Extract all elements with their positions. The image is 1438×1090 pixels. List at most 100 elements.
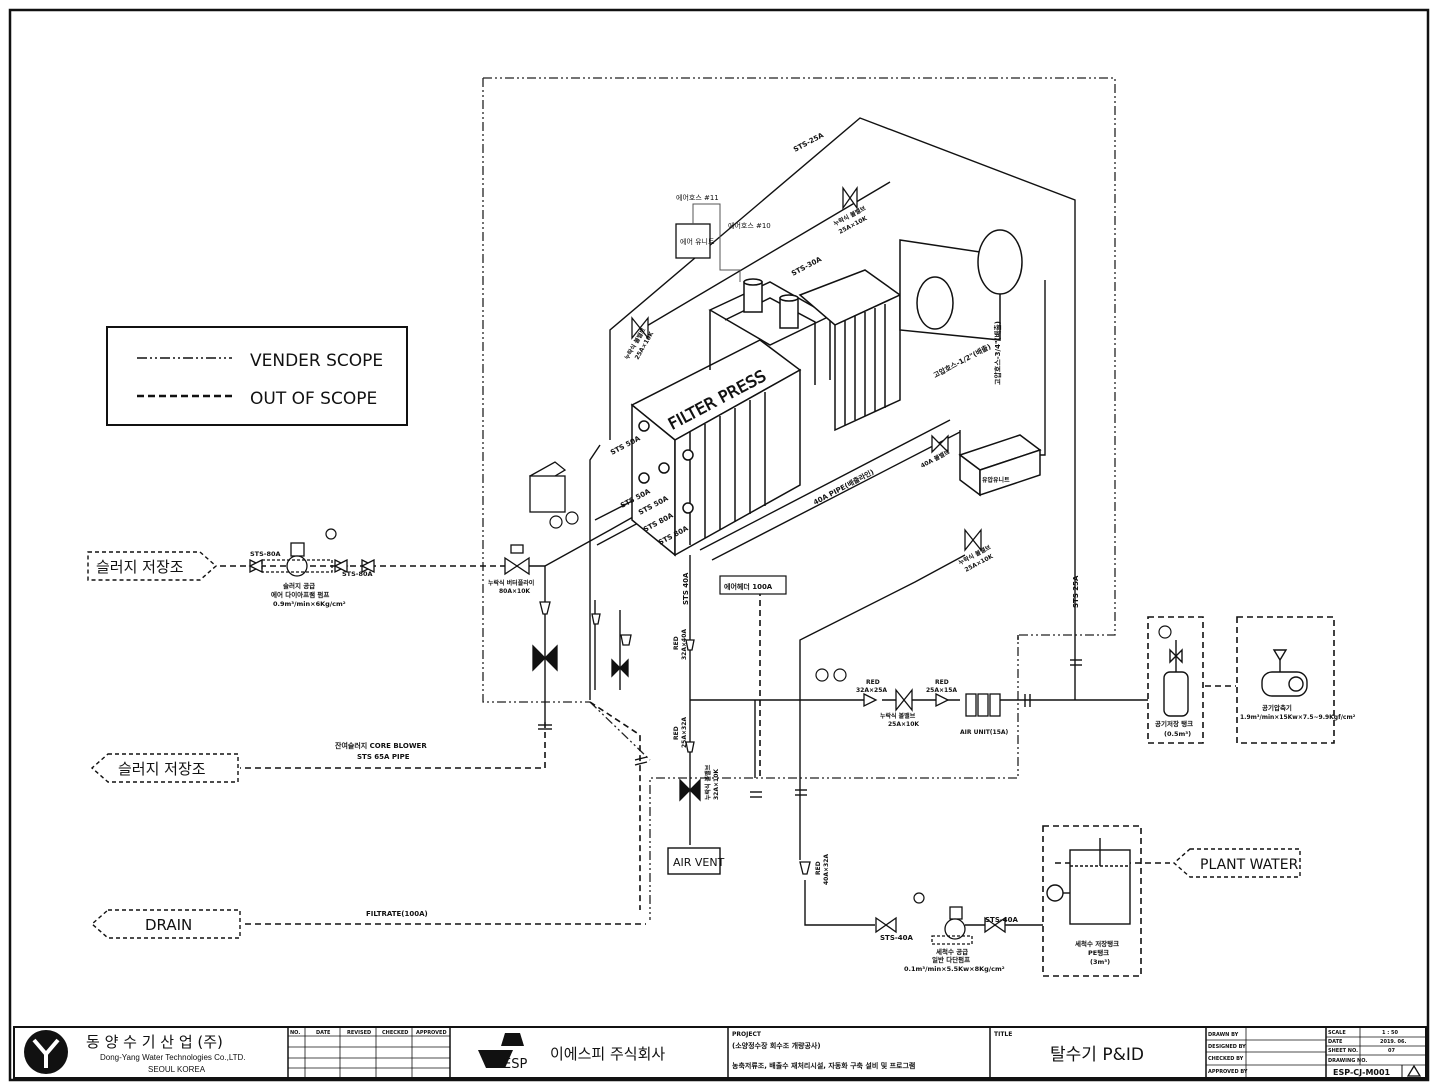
filter-press: [630, 229, 1042, 557]
scale-value: 1 : 50: [1382, 1030, 1398, 1036]
sts-30a-label: STS-30A: [790, 255, 823, 278]
wash-pump-title: 세척수 공급: [936, 947, 968, 956]
drawing-info: SCALE 1 : 50 DATE 2019. 06. SHEET NO. 07…: [1328, 1030, 1407, 1064]
v-air-spec: 25A×10K: [888, 721, 919, 728]
sheet-value: 07: [1388, 1048, 1395, 1054]
wash-pump-spec: 0.1m³/min×5.5Kw×8Kg/cm²: [904, 965, 1005, 973]
esp-logo-text: ESP: [503, 1057, 527, 1072]
legend-vender-scope: VENDER SCOPE: [250, 351, 383, 371]
air-unit-box: 에어 유니트 에어호스 #11 에어호스 #10: [675, 193, 771, 282]
air-vent-label: AIR VENT: [673, 856, 725, 869]
pressure-gauges: [325, 511, 1172, 904]
v-red3-label: RED: [673, 636, 680, 650]
legend-out-of-scope: OUT OF SCOPE: [250, 389, 377, 409]
revision-triangle-icon: [1406, 1064, 1422, 1077]
rev-header-date: DATE: [316, 1030, 331, 1036]
project-line-2: 농축저류조, 배출수 재처리시설, 자동화 구축 설비 및 프로그램: [732, 1061, 915, 1070]
date-label: DATE: [1328, 1039, 1343, 1045]
sludge-feed-pump: [261, 542, 333, 577]
pipe-break-markers: [538, 659, 1082, 798]
sts-40a-wash2-label: STS-40A: [880, 934, 914, 942]
sts-25a-right-label: STS 25A: [1072, 575, 1080, 608]
scale-label: SCALE: [1328, 1030, 1346, 1036]
date-value: 2019. 06.: [1380, 1039, 1407, 1045]
wash-pump-sub: 일반 다단펌프: [932, 955, 970, 964]
company-name-kr: 동 양 수 기 산 업 (주): [86, 1033, 223, 1051]
legend: VENDER SCOPE OUT OF SCOPE: [106, 326, 408, 426]
out-of-scope-lines: [220, 565, 1335, 977]
v-red2-label: RED: [935, 679, 949, 686]
air-unit-label: AIR UNIT(15A): [960, 729, 1009, 736]
wash-water-pump: [931, 906, 973, 945]
terminal-sludge-in: 슬러지 저장조: [87, 551, 218, 581]
checked-by-label: CHECKED BY: [1208, 1056, 1244, 1062]
v-red5-label: RED: [815, 861, 822, 875]
signature-labels: DRAWN BY DESIGNED BY CHECKED BY APPROVED…: [1208, 1032, 1248, 1075]
drawing-no-label: DRAWING NO.: [1328, 1058, 1367, 1064]
valve-labels: 누락식 버터플라이 80A×10K 누락식 볼밸브 25A×10K 누락식 볼밸…: [488, 204, 1009, 885]
rev-header-no: NO.: [290, 1030, 300, 1036]
v-sludge-in-spec: 80A×10K: [499, 588, 530, 595]
rev-header-approved: APPROVED: [416, 1030, 447, 1036]
v-red2-spec: 25A×15A: [926, 687, 957, 694]
hose-b-label: 고압호스-3/4"(배출): [993, 321, 1002, 385]
compressor-spec: 1.9m³/min×15Kw×7.5~9.9Kgf/cm²: [1240, 714, 1356, 721]
v-red1-label: RED: [866, 679, 880, 686]
terminal-plant-water: PLANT WATER: [1172, 848, 1301, 878]
air-receiver-title: 공기저장 탱크: [1155, 719, 1193, 728]
sts-40a-label: STS 40A: [682, 572, 690, 605]
terminal-sludge-out: 슬러지 저장조: [90, 753, 239, 783]
approved-by-label: APPROVED BY: [1208, 1069, 1248, 1075]
rev-header-revised: REVISED: [347, 1030, 371, 1036]
v-red4-spec: 25A×32A: [681, 717, 688, 748]
v-vent-spec: 32A×10K: [713, 769, 720, 800]
air-hose-11-label: 에어호스 #11: [676, 193, 719, 202]
valve-symbols: [248, 185, 1006, 934]
v-red5-spec: 40A×32A: [823, 854, 830, 885]
terminal-sludge-out-label: 슬러지 저장조: [118, 760, 206, 778]
terminal-plant-water-label: PLANT WATER: [1200, 857, 1299, 873]
project-line-1: (소양정수장 회수조 개량공사): [732, 1041, 821, 1050]
drawing-title: 탈수기 P&ID: [1050, 1045, 1144, 1065]
wash-water-tank: [1046, 838, 1131, 925]
sludge-pump-title: 슬러지 공급: [283, 581, 315, 590]
terminal-sludge-in-label: 슬러지 저장조: [96, 558, 184, 576]
wash-tank-sub: PE탱크: [1088, 948, 1109, 957]
filtrate-label: FILTRATE(100A): [366, 910, 428, 918]
sts-25a-top-label: STS-25A: [792, 131, 825, 154]
designed-by-label: DESIGNED BY: [1208, 1044, 1246, 1050]
project-label: PROJECT: [732, 1031, 762, 1038]
air-header-box: 에어헤더 100A: [719, 575, 787, 595]
compressor-title: 공기압축기: [1262, 703, 1292, 712]
dong-yang-logo: [24, 1030, 68, 1074]
v-air-label: 누락식 볼밸브: [880, 712, 916, 720]
core-blower-pipe-label: STS 65A PIPE: [357, 753, 410, 761]
process-piping: [500, 117, 1148, 926]
sts-80a-mid-label: STS-80A: [342, 570, 373, 578]
air-header-label: 에어헤더 100A: [724, 582, 773, 591]
esp-company-name: 이에스피 주식회사: [550, 1045, 665, 1063]
v-red3-spec: 32A×40A: [681, 629, 688, 660]
sludge-pump-spec: 0.9m³/min×6Kg/cm²: [273, 600, 346, 608]
drawn-by-label: DRAWN BY: [1208, 1032, 1239, 1038]
sheet-border: [8, 8, 1430, 1082]
air-hose-10-label: 에어호스 #10: [728, 221, 771, 230]
title-label: TITLE: [994, 1031, 1012, 1038]
v-sludge-in-label: 누락식 버터플라이: [488, 579, 534, 587]
v-vent-label: 누락식 볼밸브: [704, 764, 712, 800]
wash-tank-spec: (3m³): [1090, 958, 1110, 966]
air-vent-box: AIR VENT: [667, 847, 725, 875]
terminal-drain: DRAIN: [90, 909, 241, 939]
sts-40a-wash-label: STS-40A: [985, 916, 1019, 924]
sheet-label: SHEET NO.: [1328, 1048, 1358, 1054]
hydraulic-unit-label: 유압유니트: [982, 476, 1010, 484]
terminal-drain-label: DRAIN: [145, 916, 192, 934]
company-city: SEOUL KOREA: [148, 1065, 206, 1074]
control-panel-box: [528, 461, 567, 513]
company-name-en: Dong-Yang Water Technologies Co.,LTD.: [100, 1053, 246, 1062]
air-receiver-spec: (0.5m³): [1164, 730, 1191, 738]
v-red4-label: RED: [673, 726, 680, 740]
air-compressor: [1261, 649, 1308, 697]
